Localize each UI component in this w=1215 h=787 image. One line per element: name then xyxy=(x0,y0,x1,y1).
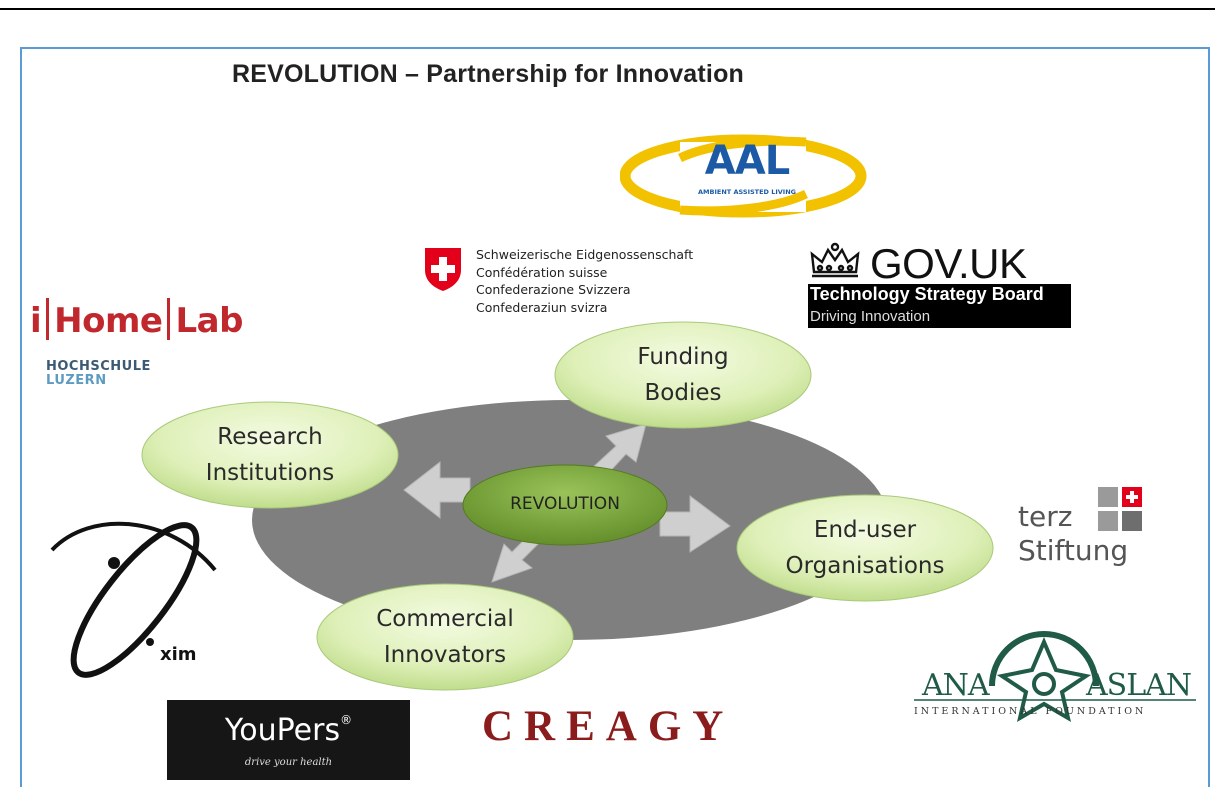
hochschule-luzern-logo: HOCHSCHULE LUZERN xyxy=(46,359,151,388)
aal-tagline: AMBIENT ASSISTED LIVING xyxy=(698,188,796,196)
ana-word: ANA xyxy=(922,668,990,703)
node-research xyxy=(141,401,399,509)
terz-square xyxy=(1098,487,1118,507)
tsb-name: Technology Strategy Board xyxy=(810,284,1044,304)
ana-aslan-emblem-icon xyxy=(914,631,1196,723)
terz-stiftung-logo: terz Stiftung xyxy=(1018,500,1129,567)
aslan-word: ASLAN xyxy=(1086,668,1192,703)
crown-icon xyxy=(810,242,860,278)
swiss-confederation-text: Schweizerische Eidgenossenschaft Confédé… xyxy=(476,247,694,315)
ana-aslan-subtitle: INTERNATIONAL FOUNDATION xyxy=(914,706,1147,717)
aal-logo: AAL AMBIENT ASSISTED LIVING xyxy=(619,128,870,223)
youpers-logo: YouPers® drive your health xyxy=(167,700,410,780)
xim-orbit-icon xyxy=(50,521,217,678)
node-enduser xyxy=(736,494,994,602)
aal-ring-icon xyxy=(619,134,867,218)
terz-square xyxy=(1122,511,1142,531)
node-funding xyxy=(554,321,812,429)
aal-name: AAL xyxy=(704,138,790,184)
swiss-cross-icon xyxy=(1126,491,1138,503)
terz-square xyxy=(1098,511,1118,531)
node-center xyxy=(462,464,668,546)
tsb-tagline: Driving Innovation xyxy=(810,308,931,325)
tsb-banner: Technology Strategy Board Driving Innova… xyxy=(808,284,1071,328)
ana-aslan-logo: ANA ASLAN INTERNATIONAL FOUNDATION xyxy=(910,626,1200,726)
terz-swiss-square xyxy=(1122,487,1142,507)
govuk-logo: GOV.UK xyxy=(808,240,1027,288)
ihomelab-divider xyxy=(46,298,50,340)
slide-title: REVOLUTION – Partnership for Innovation xyxy=(232,60,745,88)
arrow-to-enduser xyxy=(659,495,731,553)
govuk-name: GOV.UK xyxy=(870,240,1027,287)
top-rule xyxy=(0,8,1215,10)
node-commercial xyxy=(316,583,574,691)
swiss-shield-icon xyxy=(425,248,461,291)
node-center-label: REVOLUTION xyxy=(510,494,620,514)
ihomelab-divider xyxy=(167,298,171,340)
xim-name: xim xyxy=(160,644,197,665)
creagy-logo: CREAGY xyxy=(482,703,735,750)
